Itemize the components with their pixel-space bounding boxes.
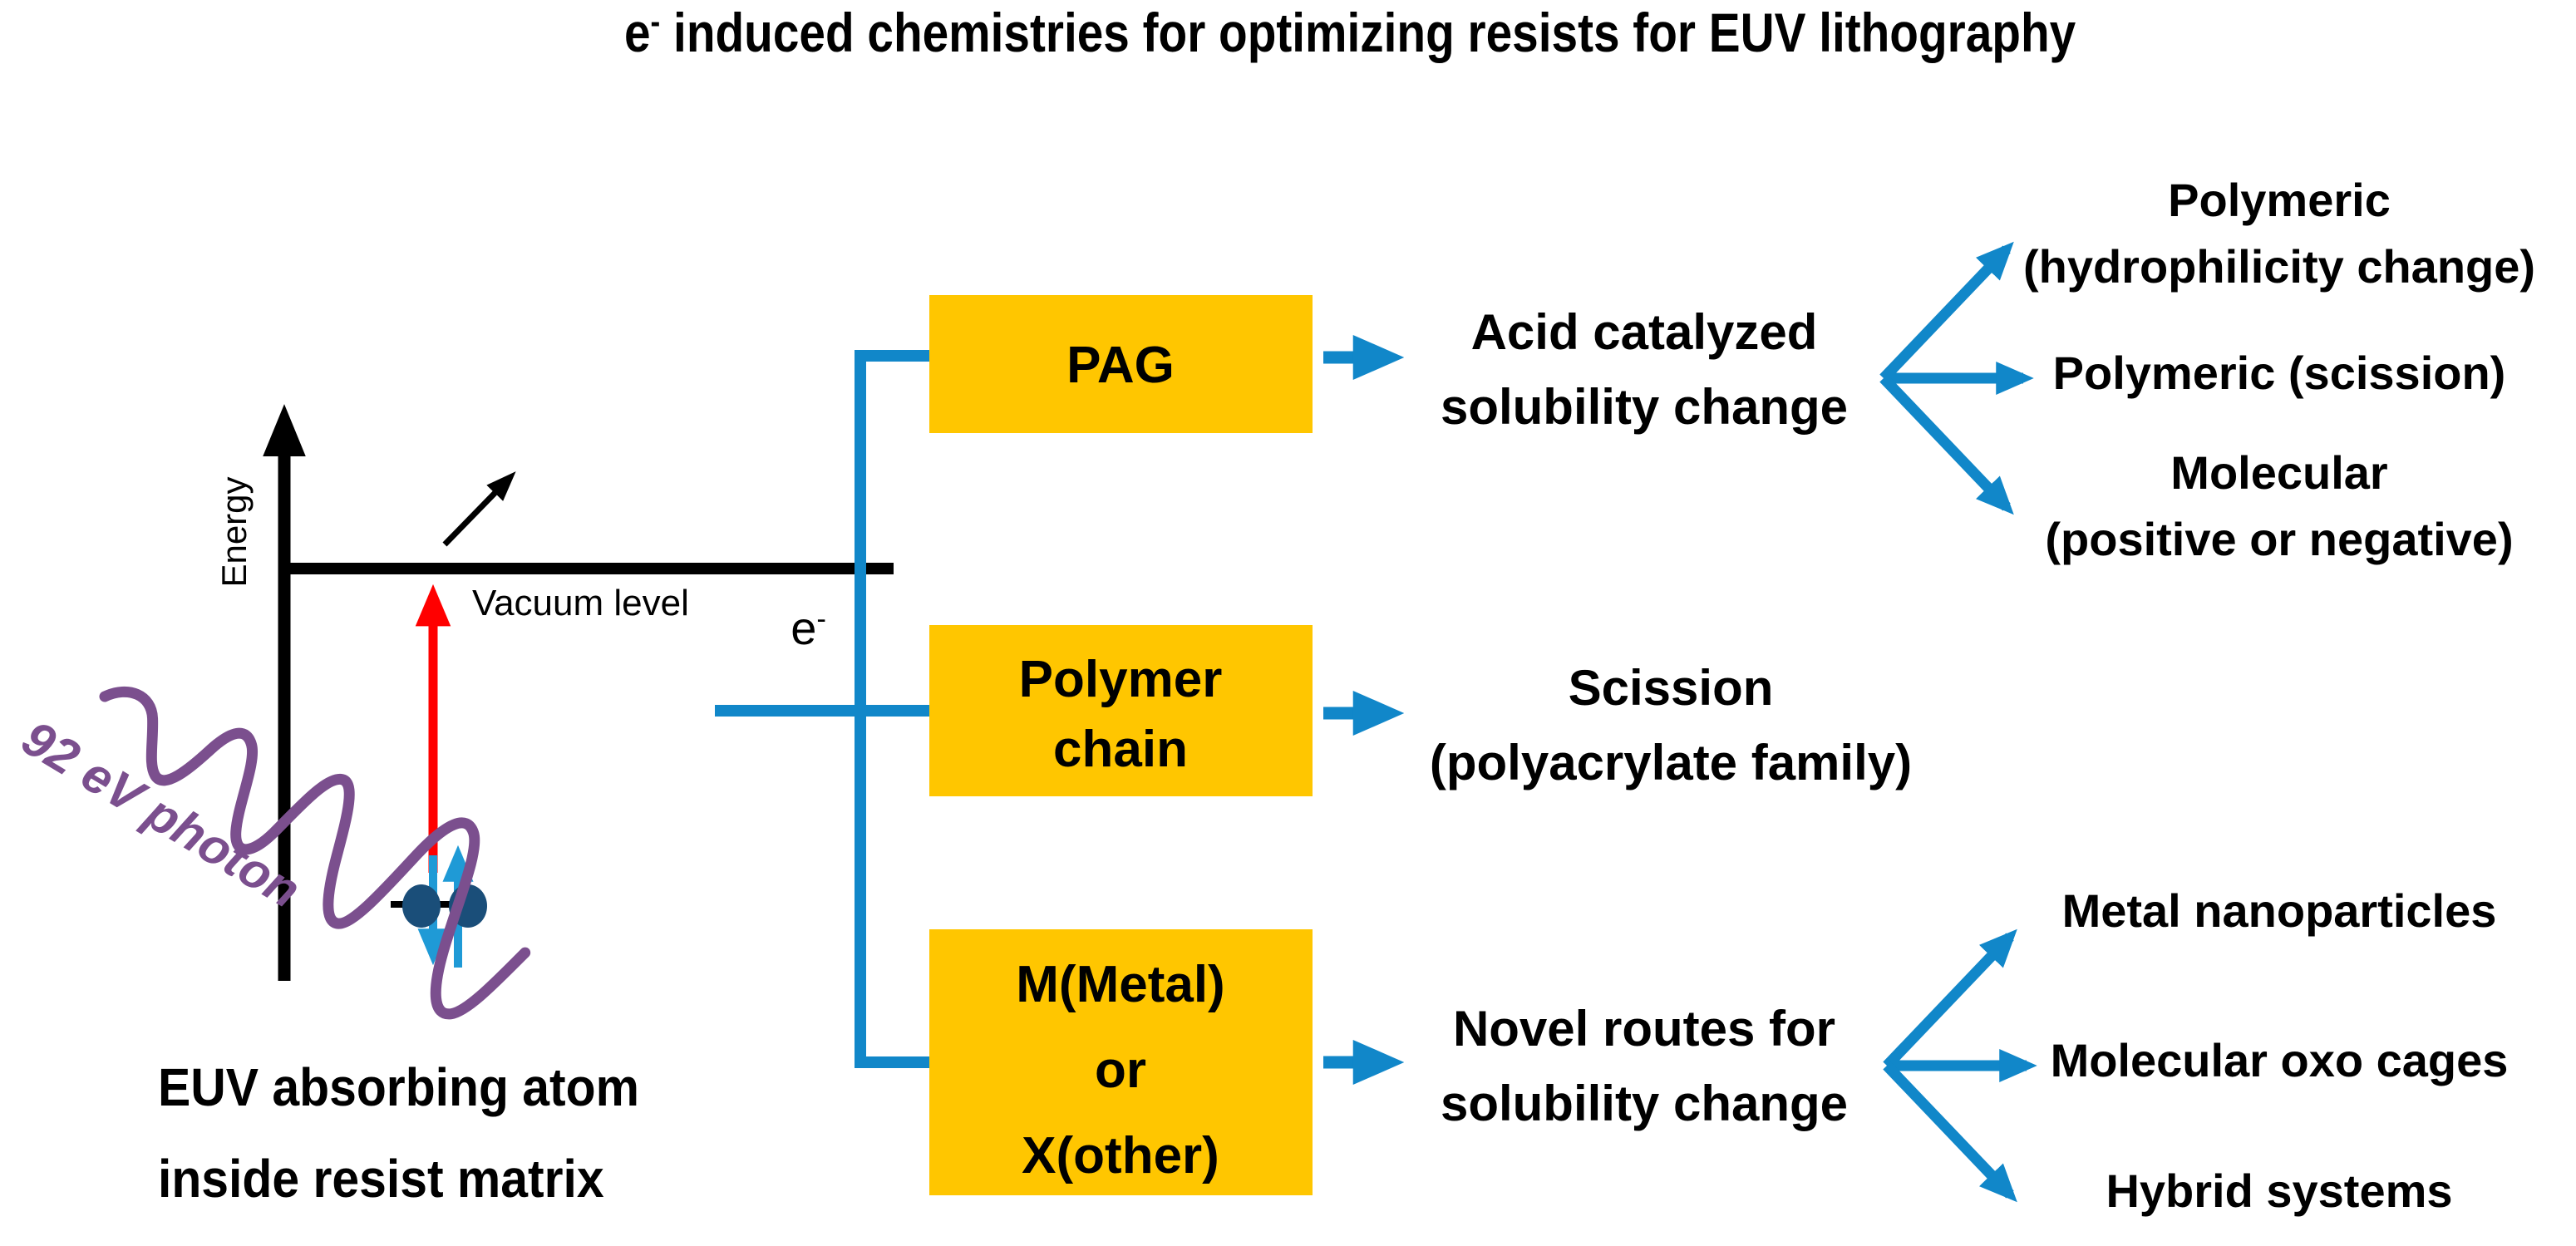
output-metal-1: Metal nanoparticles	[2062, 884, 2497, 937]
outcome-polymer-line-2: (polyacrylate family)	[1430, 735, 1912, 790]
process-box-metal-label-line-3: X(other)	[1022, 1127, 1219, 1184]
outcome-metal-line-1: Novel routes for	[1453, 1001, 1835, 1056]
photon-wave-icon	[99, 686, 531, 1020]
escape-direction-arrow	[442, 471, 516, 547]
process-box-pag-label: PAG	[1066, 337, 1175, 394]
process-box-metal-label-line-1: M(Metal)	[1016, 956, 1224, 1013]
process-box-pag[interactable]	[929, 295, 1313, 433]
fan-arrow-up-metal	[1883, 928, 2017, 1070]
fan-arrows-pag	[1879, 241, 2034, 515]
title-e: e	[624, 2, 651, 64]
energy-level-diagram: Energy Vacuum level 92 eV photon EUV abs…	[12, 404, 894, 1209]
vacuum-level-label: Vacuum level	[472, 583, 689, 623]
branch-polymer-chain[interactable]: Polymer chain Scission (polyacrylate fam…	[929, 625, 1912, 796]
output-metal-3: Hybrid systems	[2106, 1165, 2452, 1217]
process-box-polymer-chain-label-line-1: Polymer	[1019, 651, 1223, 708]
output-pag-3-line-1: Molecular	[2170, 446, 2387, 499]
page-title: e- induced chemistries for optimizing re…	[533, 2, 2141, 64]
energy-axis-label: Energy	[214, 476, 254, 587]
electron-label-superscript: -	[816, 603, 826, 635]
outcome-pag-line-1: Acid catalyzed	[1471, 304, 1818, 360]
svg-text:e- induced chemistries for opt: e- induced chemistries for optimizing re…	[533, 2, 2141, 64]
electron-input-label: e-	[700, 602, 890, 654]
output-pag-2-line-1: Polymeric (scission)	[2053, 347, 2506, 399]
title-superscript-minus: -	[651, 2, 661, 40]
output-pag-3-line-2: (positive or negative)	[2045, 513, 2513, 565]
fan-arrow-down-metal	[1883, 1061, 2017, 1203]
diagram-caption-line-2: inside resist matrix	[158, 1150, 604, 1209]
branch-pag[interactable]: PAG Acid catalyzed solubility change Pol…	[929, 174, 2535, 565]
output-pag-1-line-2: (hydrophilicity change)	[2023, 240, 2535, 293]
electron-distribution-bus: e-	[700, 350, 929, 1068]
fan-arrow-up-pag	[1879, 241, 2014, 382]
outcome-polymer-line-1: Scission	[1569, 660, 1774, 716]
outcome-metal-line-2: solubility change	[1441, 1076, 1848, 1131]
branch-metal-or-other[interactable]: M(Metal) or X(other) Novel routes for so…	[929, 884, 2508, 1217]
fan-arrow-down-pag	[1879, 374, 2014, 515]
electron-dot	[402, 884, 441, 928]
process-box-polymer-chain-label-line-2: chain	[1053, 721, 1188, 778]
process-box-metal-or-other[interactable]	[929, 929, 1313, 1195]
photon-energy-label: 92 eV photon	[12, 710, 309, 918]
fan-arrows-metal	[1883, 928, 2037, 1203]
electron-label-e: e	[791, 602, 816, 654]
process-box-metal-label-line-2: or	[1095, 1042, 1146, 1099]
output-metal-2: Molecular oxo cages	[2051, 1034, 2509, 1086]
outcome-pag-line-2: solubility change	[1441, 379, 1848, 435]
output-pag-1-line-1: Polymeric	[2168, 174, 2391, 226]
title-rest: induced chemistries for optimizing resis…	[660, 2, 2076, 64]
diagram-caption-line-1: EUV absorbing atom	[158, 1058, 639, 1118]
process-box-polymer-chain[interactable]	[929, 625, 1313, 796]
